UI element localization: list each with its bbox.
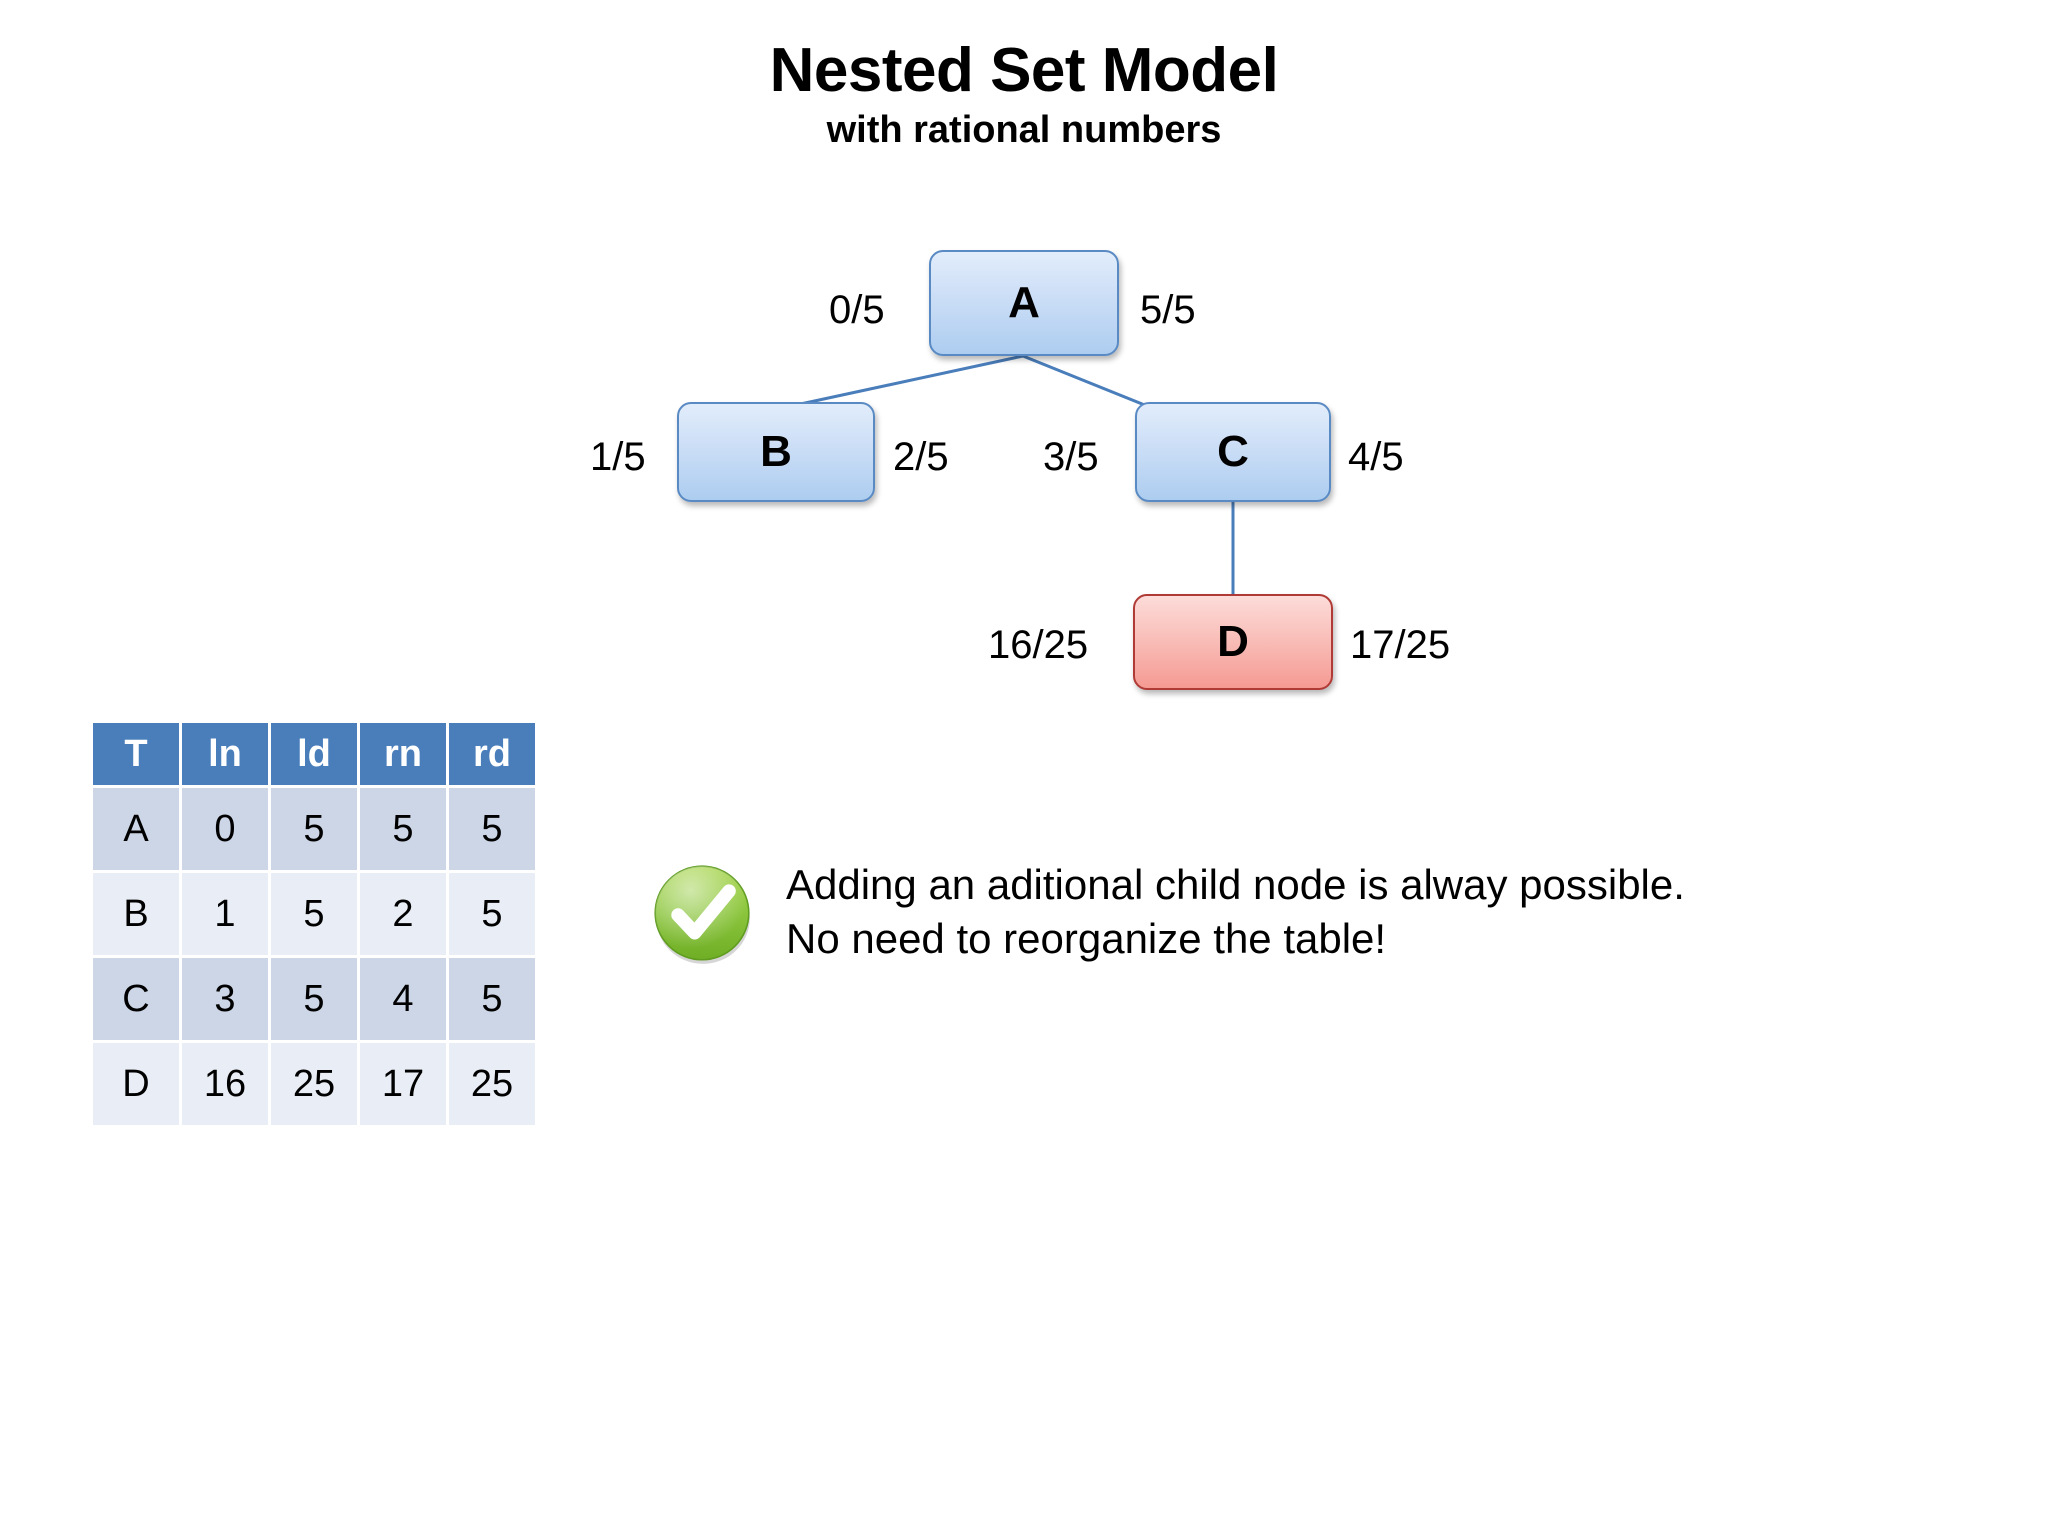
edge-a-to-c [1022,354,1153,410]
tree-node-c[interactable]: C [1135,402,1331,502]
table-header-rn: rn [360,723,446,785]
tree-node-a[interactable]: A [929,250,1119,356]
tree-node-a-left-value: 0/5 [829,288,885,332]
table-header-ld: ld [271,723,357,785]
nested-set-tree-diagram: A 0/5 5/5 B 1/5 2/5 C 3/5 4/5 D 16/25 17… [0,0,2048,760]
tree-node-d-label: D [1217,617,1249,666]
cell-ln: 3 [182,958,268,1040]
tree-node-c-label: C [1217,427,1249,476]
page-title: Nested Set Model [769,36,1279,105]
cell-rn: 4 [360,958,446,1040]
cell-ln: 16 [182,1043,268,1125]
table-row: C 3 5 4 5 [93,958,535,1040]
tree-node-c-right-value: 4/5 [1348,435,1404,479]
cell-rn: 5 [360,788,446,870]
annotation-line-2: No need to reorganize the table! [786,914,1387,962]
cell-ln: 0 [182,788,268,870]
cell-ln: 1 [182,873,268,955]
table-row: D 16 25 17 25 [93,1043,535,1125]
annotation-line-1: Adding an aditional child node is alway … [786,861,1685,908]
table-row: B 1 5 2 5 [93,873,535,955]
cell-rn: 2 [360,873,446,955]
cell-rd: 5 [449,958,535,1040]
green-check-icon [654,865,750,964]
title-block: Nested Set Model with rational numbers [0,38,2048,153]
table-header-row: T ln ld rn rd [93,723,535,785]
cell-ld: 25 [271,1043,357,1125]
page-subtitle: with rational numbers [826,109,1222,152]
annotation-callout: Adding an aditional child node is alway … [650,858,1685,966]
tree-node-a-right-value: 5/5 [1140,288,1196,332]
tree-node-b[interactable]: B [677,402,875,502]
cell-ld: 5 [271,873,357,955]
tree-node-d-left-value: 16/25 [988,623,1089,667]
tree-node-a-label: A [1008,278,1040,327]
edge-a-to-b [781,354,1024,410]
cell-rd: 25 [449,1043,535,1125]
cell-t: C [93,958,179,1040]
cell-t: A [93,788,179,870]
annotation-text: Adding an aditional child node is alway … [786,858,1685,966]
cell-rd: 5 [449,788,535,870]
table-header-rd: rd [449,723,535,785]
tree-node-b-right-value: 2/5 [893,435,949,479]
table-header-ln: ln [182,723,268,785]
cell-rd: 5 [449,873,535,955]
tree-node-b-label: B [760,427,792,476]
cell-ld: 5 [271,958,357,1040]
cell-t: D [93,1043,179,1125]
tree-node-b-left-value: 1/5 [590,435,646,479]
cell-t: B [93,873,179,955]
tree-node-d[interactable]: D [1133,594,1333,690]
nested-set-table: T ln ld rn rd A 0 5 5 5 B 1 5 2 5 C 3 5 … [90,720,538,1128]
cell-rn: 17 [360,1043,446,1125]
cell-ld: 5 [271,788,357,870]
tree-node-d-right-value: 17/25 [1350,623,1451,667]
tree-node-c-left-value: 3/5 [1043,435,1099,479]
table-header-t: T [93,723,179,785]
table-row: A 0 5 5 5 [93,788,535,870]
